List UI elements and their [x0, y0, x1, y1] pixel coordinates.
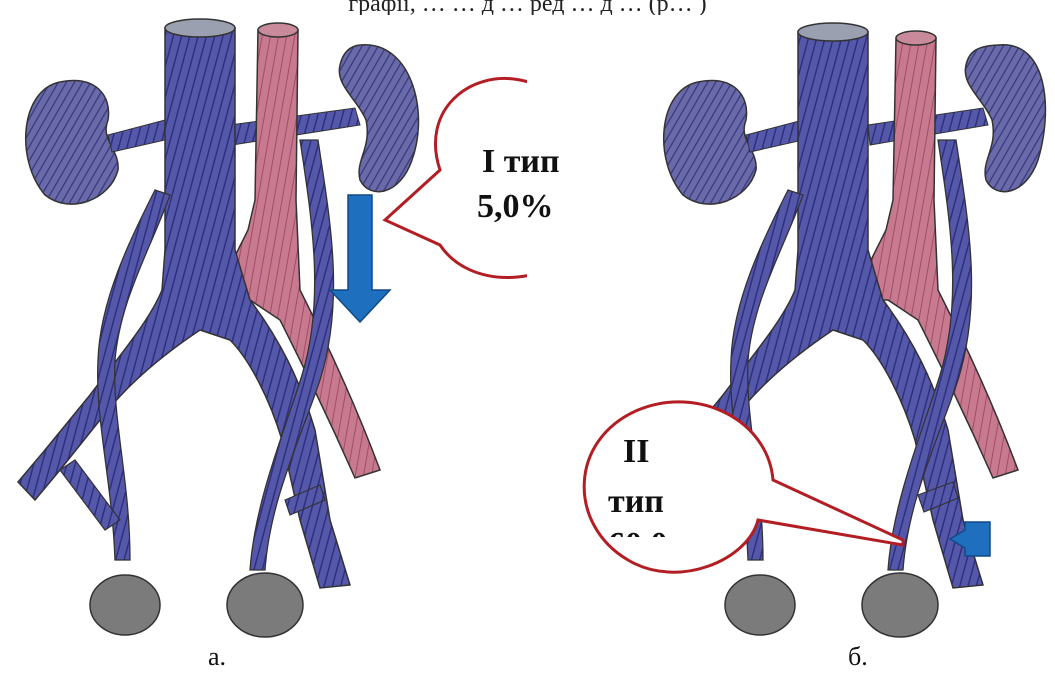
right-testis [862, 573, 938, 637]
venous-system-drawing-b [528, 0, 1055, 679]
callout-label-b-line3-clip: 60,0 [608, 523, 728, 537]
caption-a: а. [208, 642, 226, 672]
left-testis [725, 575, 795, 635]
left-kidney [664, 81, 756, 205]
right-testis [227, 573, 303, 637]
left-renal-vein [108, 120, 165, 152]
diagram-panel-b: ІІ тип 60,0 б. [528, 0, 1055, 679]
venous-system-drawing-a [0, 0, 527, 679]
diagram-panel-a: І тип 5,0% а. [0, 0, 527, 679]
down-arrow [330, 195, 390, 322]
callout-label-b-line2: тип [608, 480, 664, 524]
left-kidney [26, 81, 118, 205]
callout-label-b-line1: ІІ [623, 430, 649, 474]
callout-label-b-line3: 60,0 [608, 523, 668, 537]
left-renal-vein [746, 120, 803, 152]
left-testis [90, 575, 160, 635]
caption-b: б. [848, 642, 868, 672]
